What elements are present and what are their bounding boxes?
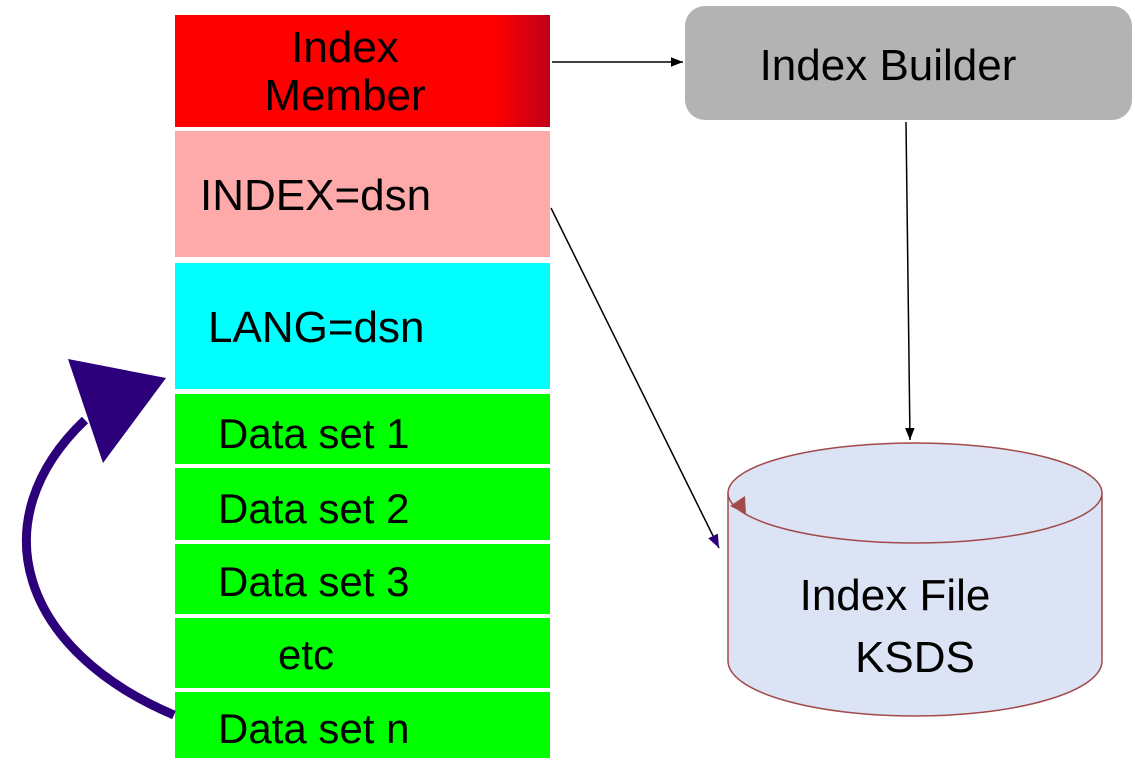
- index-member-line1: Index: [291, 23, 399, 72]
- dataset-row-3: Data set 3: [175, 544, 550, 614]
- index-file-line1: Index File: [800, 571, 991, 620]
- dataset-label-1: Data set 1: [218, 410, 409, 457]
- lang-dsn-block: LANG=dsn: [175, 263, 550, 389]
- index-builder-box: Index Builder: [685, 6, 1132, 120]
- dataset-label-n: Data set n: [218, 705, 409, 752]
- dataset-label-3: Data set 3: [218, 558, 409, 605]
- dataset-row-2: Data set 2: [175, 468, 550, 540]
- index-member-block: Index Member: [175, 15, 550, 127]
- dataset-row-1: Data set 1: [175, 394, 550, 464]
- dataset-row-n: Data set n: [175, 692, 550, 758]
- index-dsn-label: INDEX=dsn: [200, 171, 431, 220]
- dataset-label-2: Data set 2: [218, 485, 409, 532]
- index-member-line2: Member: [264, 71, 425, 120]
- dsn-to-file-arrow: [550, 207, 720, 549]
- builder-to-file-arrow: [905, 121, 915, 441]
- loop-arrowhead-icon: [68, 359, 166, 463]
- index-builder-label: Index Builder: [760, 41, 1017, 90]
- loop-arrow: [21, 359, 176, 720]
- index-file-cylinder: Index File KSDS: [727, 442, 1103, 717]
- dataset-label-etc: etc: [278, 631, 334, 678]
- dataset-row-etc: etc: [175, 618, 550, 688]
- index-dsn-block: INDEX=dsn: [175, 131, 550, 257]
- lang-dsn-label: LANG=dsn: [208, 303, 424, 352]
- index-file-line2: KSDS: [855, 633, 975, 682]
- cylinder-arrowhead-icon: [730, 496, 746, 514]
